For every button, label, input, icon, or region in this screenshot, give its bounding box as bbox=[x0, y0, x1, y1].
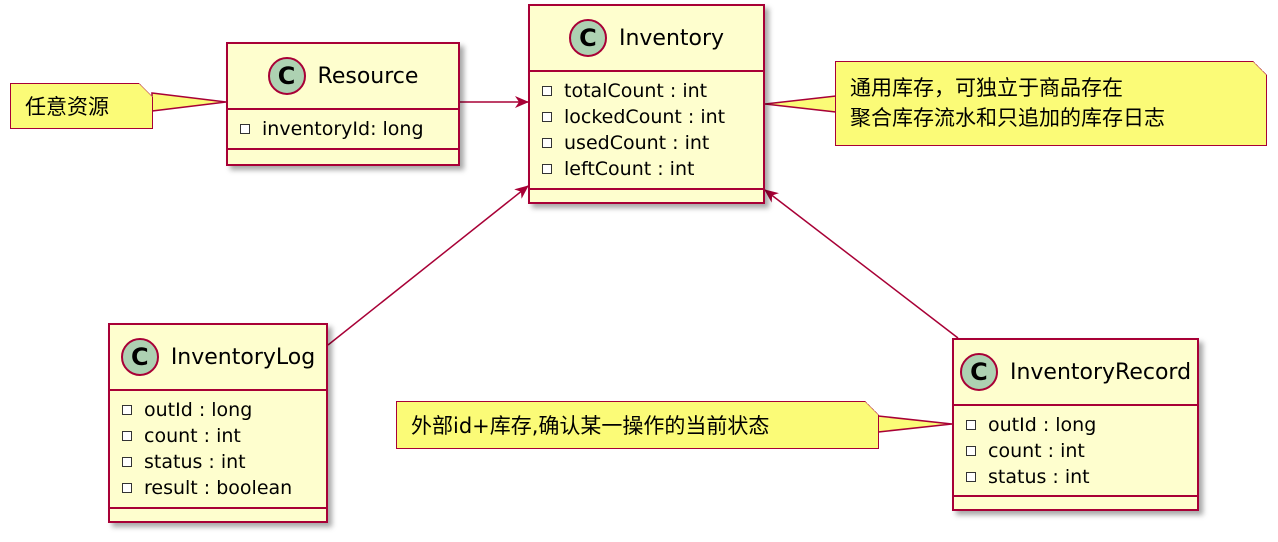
private-field-icon bbox=[240, 124, 250, 134]
class-type-icon: C bbox=[568, 19, 607, 57]
private-field-icon bbox=[122, 431, 132, 441]
class-field: status : int bbox=[122, 449, 326, 475]
field-text: status : int bbox=[988, 466, 1090, 488]
field-text: inventoryId: long bbox=[262, 118, 424, 140]
field-text: leftCount : int bbox=[564, 158, 695, 180]
class-header: C Inventory bbox=[530, 6, 763, 72]
class-field: outId : long bbox=[966, 412, 1197, 438]
record-to-inventory-arrow bbox=[764, 189, 959, 339]
field-text: status : int bbox=[144, 451, 246, 473]
private-field-icon bbox=[122, 483, 132, 493]
private-field-icon bbox=[966, 472, 976, 482]
class-name: Inventory bbox=[618, 25, 725, 51]
field-text: usedCount : int bbox=[564, 132, 710, 154]
field-text: count : int bbox=[988, 440, 1085, 462]
field-text: totalCount : int bbox=[564, 80, 708, 102]
resource-note-connector bbox=[151, 92, 227, 112]
class-name: InventoryRecord bbox=[1009, 359, 1192, 385]
class-header: C Resource bbox=[228, 44, 458, 110]
private-field-icon bbox=[966, 446, 976, 456]
private-field-icon bbox=[542, 112, 552, 122]
class-fields: outId : long count : int status : int bbox=[954, 406, 1197, 497]
private-field-icon bbox=[542, 164, 552, 174]
inventory-log-class: C InventoryLog outId : long count : int … bbox=[108, 323, 328, 523]
class-fields: totalCount : int lockedCount : int usedC… bbox=[530, 72, 763, 190]
private-field-icon bbox=[966, 420, 976, 430]
class-field: lockedCount : int bbox=[542, 104, 763, 130]
class-fields: inventoryId: long bbox=[228, 110, 458, 150]
resource-class: C Resource inventoryId: long bbox=[226, 42, 460, 166]
private-field-icon bbox=[122, 457, 132, 467]
private-field-icon bbox=[122, 405, 132, 415]
class-header: C InventoryLog bbox=[110, 325, 326, 391]
class-field: leftCount : int bbox=[542, 156, 763, 182]
log-to-inventory-arrow bbox=[327, 185, 529, 346]
class-name: InventoryLog bbox=[170, 344, 316, 370]
inventory-class: C Inventory totalCount : int lockedCount… bbox=[528, 4, 765, 204]
class-field: usedCount : int bbox=[542, 130, 763, 156]
resource-note: 任意资源 bbox=[10, 83, 153, 129]
inventory-note-connector bbox=[764, 95, 837, 113]
private-field-icon bbox=[542, 138, 552, 148]
private-field-icon bbox=[542, 86, 552, 96]
record-note: 外部id+库存,确认某一操作的当前状态 bbox=[396, 401, 879, 449]
class-field: result : boolean bbox=[122, 475, 326, 501]
resource-note-text: 任意资源 bbox=[25, 95, 109, 119]
field-text: result : boolean bbox=[144, 477, 293, 499]
inventory-note-line-2: 聚合库存流水和只追加的库存日志 bbox=[850, 106, 1165, 130]
field-text: lockedCount : int bbox=[564, 106, 726, 128]
inventory-note-line-1: 通用库存，可独立于商品存在 bbox=[850, 76, 1123, 100]
field-text: outId : long bbox=[988, 414, 1097, 436]
class-field: inventoryId: long bbox=[240, 116, 458, 142]
field-text: outId : long bbox=[144, 399, 253, 421]
record-note-text: 外部id+库存,确认某一操作的当前状态 bbox=[411, 414, 770, 438]
class-type-icon: C bbox=[120, 338, 159, 376]
class-header: C InventoryRecord bbox=[954, 340, 1197, 406]
class-name: Resource bbox=[317, 63, 419, 89]
class-field: outId : long bbox=[122, 397, 326, 423]
class-type-icon: C bbox=[267, 57, 306, 95]
inventory-note: 通用库存，可独立于商品存在 聚合库存流水和只追加的库存日志 bbox=[835, 61, 1267, 146]
class-type-icon: C bbox=[959, 353, 998, 391]
class-field: totalCount : int bbox=[542, 78, 763, 104]
class-field: status : int bbox=[966, 464, 1197, 490]
record-note-connector bbox=[877, 415, 953, 433]
class-field: count : int bbox=[122, 423, 326, 449]
field-text: count : int bbox=[144, 425, 241, 447]
inventory-record-class: C InventoryRecord outId : long count : i… bbox=[952, 338, 1199, 511]
class-fields: outId : long count : int status : int re… bbox=[110, 391, 326, 509]
class-field: count : int bbox=[966, 438, 1197, 464]
